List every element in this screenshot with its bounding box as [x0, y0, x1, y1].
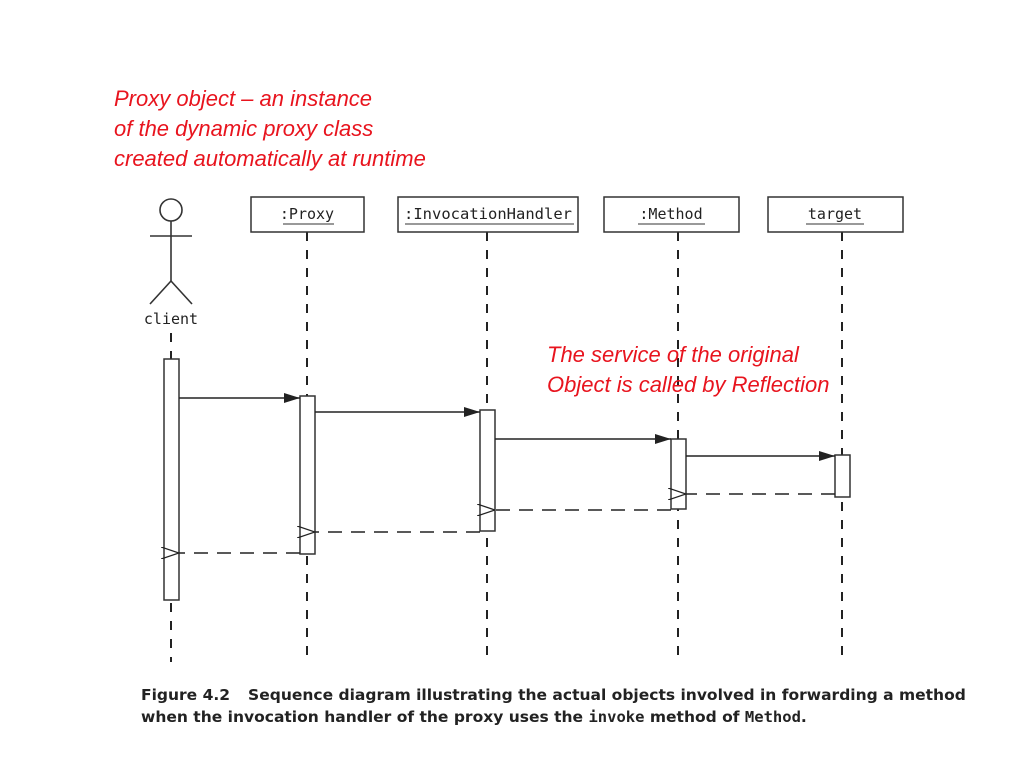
participant-target: target — [767, 196, 904, 233]
caption-code-invoke: invoke — [588, 708, 645, 726]
participant-method-label: :Method — [639, 205, 702, 223]
participant-proxy-label: :Proxy — [280, 205, 334, 223]
reflection-annotation: The service of the original Object is ca… — [547, 340, 829, 400]
reflection-note-line-2: Object is called by Reflection — [547, 372, 830, 397]
client-activation — [163, 358, 180, 601]
proxy-note-line-1: Proxy object – an instance — [114, 86, 373, 111]
figure-caption: Figure 4.2 Sequence diagram illustrating … — [141, 684, 966, 728]
caption-code-method: Method — [744, 708, 801, 726]
caption-line-1: Figure 4.2 Sequence diagram illustrating … — [141, 684, 966, 706]
proxy-object-annotation: Proxy object – an instance of the dynami… — [114, 84, 426, 174]
caption-line-2-start: when the invocation handler of the proxy… — [141, 708, 589, 726]
participant-proxy: :Proxy — [250, 196, 365, 233]
method-activation — [670, 438, 687, 510]
caption-line-2-end: . — [800, 708, 807, 726]
proxy-activation — [299, 395, 316, 555]
participant-invocation-handler: :InvocationHandler — [397, 196, 579, 233]
target-activation — [834, 454, 851, 498]
participant-target-label: target — [808, 205, 862, 223]
client-actor — [149, 198, 193, 305]
proxy-note-line-3: created automatically at runtime — [114, 146, 426, 171]
handler-activation — [479, 409, 496, 532]
participant-method: :Method — [603, 196, 740, 233]
figure-label: Figure 4.2 — [141, 686, 231, 704]
participant-handler-label: :InvocationHandler — [404, 205, 572, 223]
caption-line-2-mid: method of — [644, 708, 745, 726]
client-actor-label: client — [144, 310, 198, 328]
caption-line-1-text: Sequence diagram illustrating the actual… — [248, 686, 966, 704]
caption-line-2: when the invocation handler of the proxy… — [141, 706, 966, 728]
proxy-note-line-2: of the dynamic proxy class — [114, 116, 374, 141]
reflection-note-line-1: The service of the original — [547, 342, 799, 367]
